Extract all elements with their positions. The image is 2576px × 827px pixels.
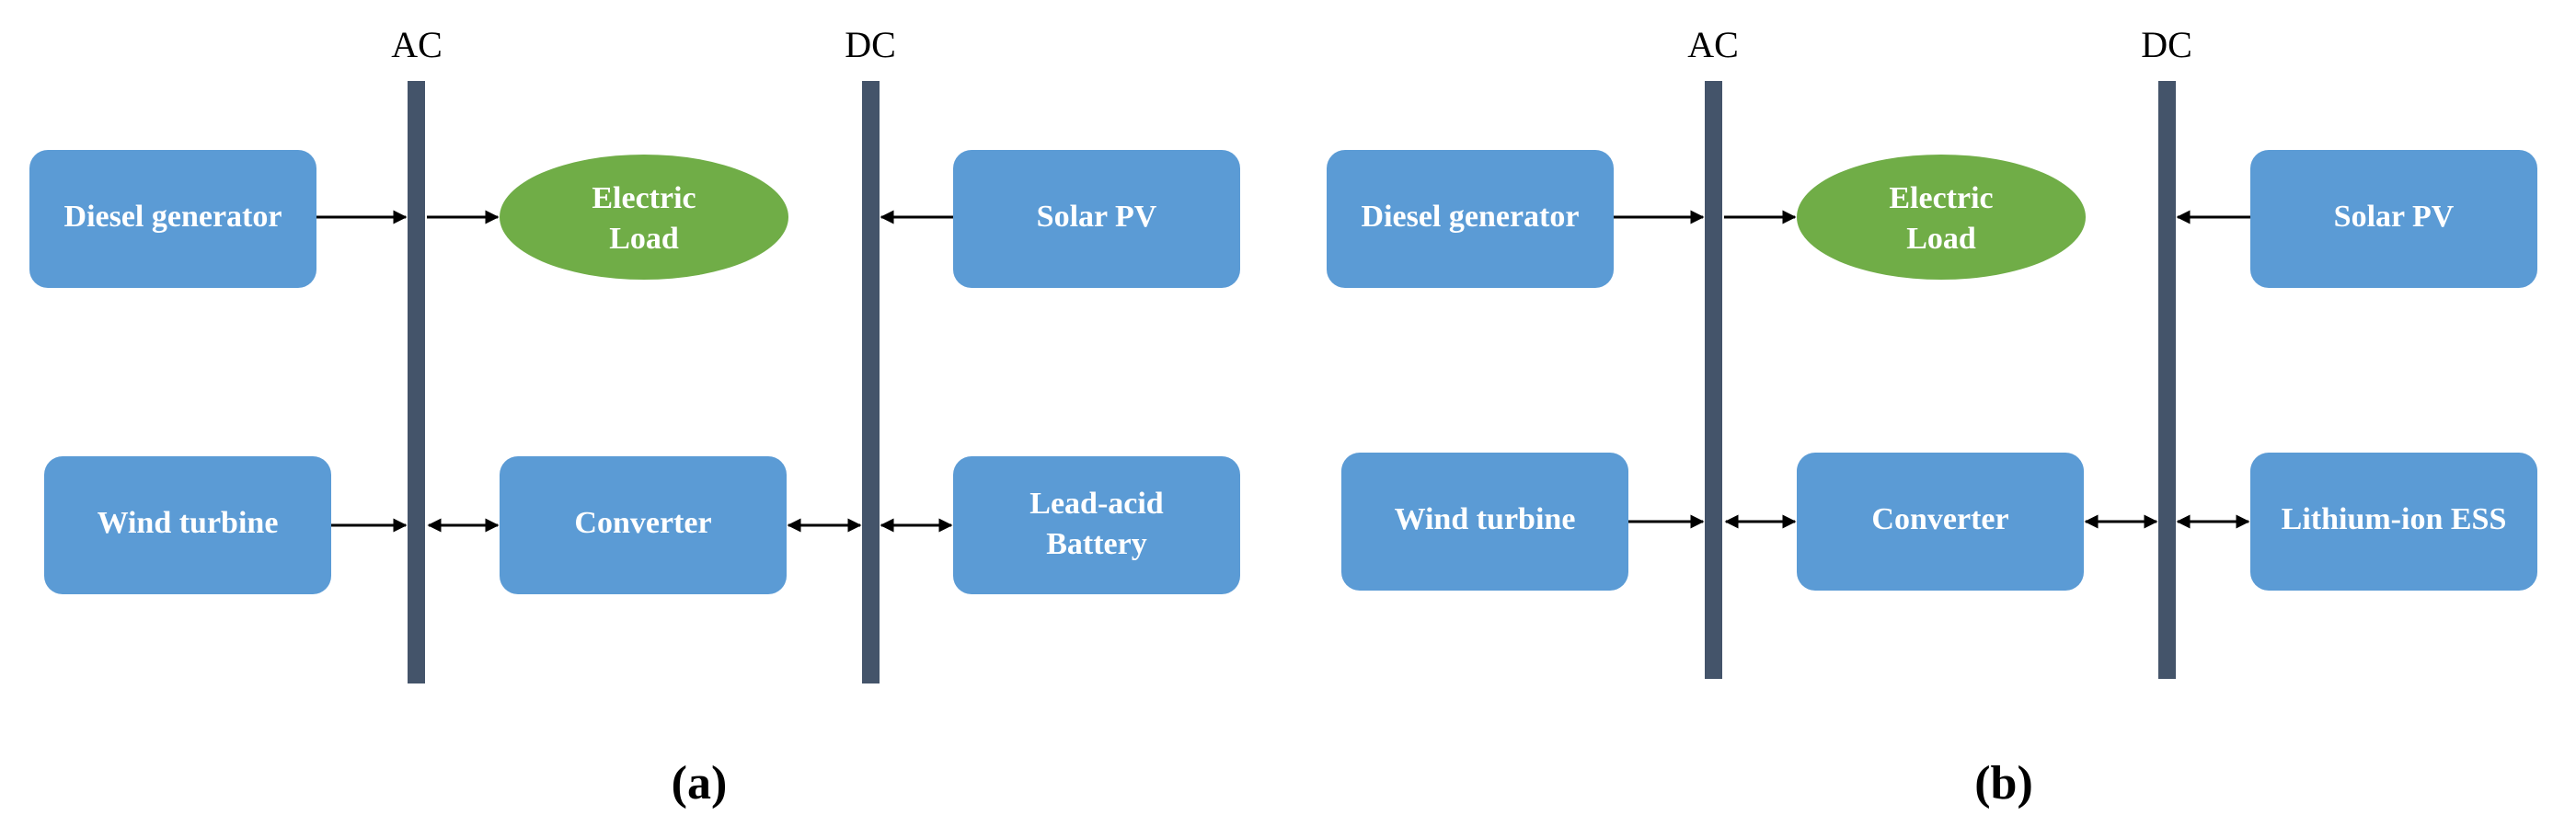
- wind-turbine-label-a: Wind turbine: [98, 506, 279, 540]
- diagram-a: AC DC Diesel generator Electric Load Sol…: [29, 24, 1240, 810]
- ac-bus-label-b: AC: [1687, 24, 1739, 65]
- converter-box-a: Converter: [500, 456, 787, 594]
- electric-load-label-line2-a: Load: [609, 222, 679, 256]
- wind-turbine-box-a: Wind turbine: [44, 456, 331, 594]
- converter-box-b: Converter: [1797, 453, 2084, 591]
- solar-pv-box-b: Solar PV: [2250, 150, 2537, 288]
- dc-bus-label-b: DC: [2141, 24, 2192, 65]
- dc-bus-label-a: DC: [845, 24, 896, 65]
- electric-load-label-line2-b: Load: [1906, 222, 1976, 256]
- electric-load-ellipse-a: Electric Load: [500, 155, 788, 280]
- diesel-generator-box-a: Diesel generator: [29, 150, 316, 288]
- diesel-generator-label-b: Diesel generator: [1362, 200, 1580, 234]
- storage-label-line1-a: Lead-acid: [1029, 487, 1164, 521]
- electric-load-label-line1-a: Electric: [592, 181, 696, 215]
- solar-pv-box-a: Solar PV: [953, 150, 1240, 288]
- caption-b: (b): [1974, 757, 2033, 810]
- diesel-generator-label-a: Diesel generator: [64, 200, 282, 234]
- diagram-b: AC DC Diesel generator Electric Load Sol…: [1327, 24, 2537, 810]
- ac-bus-label-a: AC: [391, 24, 443, 65]
- ac-bus-bar-b: [1705, 81, 1722, 679]
- caption-a: (a): [672, 757, 728, 810]
- wind-turbine-label-b: Wind turbine: [1395, 502, 1576, 536]
- dc-bus-bar-b: [2158, 81, 2176, 679]
- storage-label-line1-b: Lithium-ion ESS: [2282, 502, 2507, 536]
- converter-label-b: Converter: [1871, 502, 2008, 536]
- storage-label-line2-a: Battery: [1046, 527, 1147, 561]
- solar-pv-label-a: Solar PV: [1037, 200, 1157, 234]
- ac-bus-bar-a: [408, 81, 425, 683]
- lead-acid-battery-box-a: Lead-acid Battery: [953, 456, 1240, 594]
- diesel-generator-box-b: Diesel generator: [1327, 150, 1614, 288]
- converter-label-a: Converter: [574, 506, 711, 540]
- lithium-ion-ess-box-b: Lithium-ion ESS: [2250, 453, 2537, 591]
- solar-pv-label-b: Solar PV: [2334, 200, 2455, 234]
- electric-load-label-line1-b: Electric: [1889, 181, 1993, 215]
- electric-load-ellipse-b: Electric Load: [1797, 155, 2086, 280]
- dc-bus-bar-a: [862, 81, 880, 683]
- wind-turbine-box-b: Wind turbine: [1341, 453, 1628, 591]
